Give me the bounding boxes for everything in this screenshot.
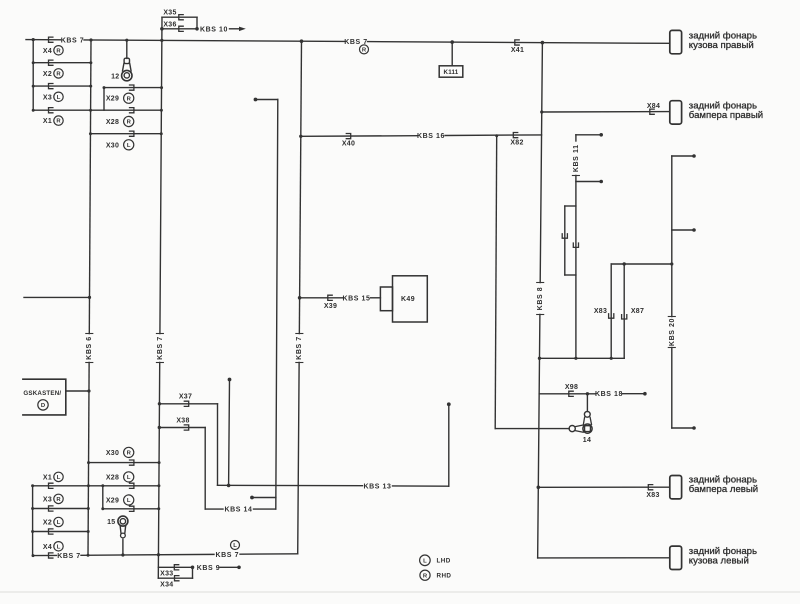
svg-text:KBS 7: KBS 7 [57,553,81,560]
svg-text:бампера правый: бампера правый [689,110,763,121]
svg-text:X29: X29 [106,96,119,103]
svg-text:R: R [56,119,61,125]
svg-text:X33: X33 [160,570,173,577]
svg-text:R: R [56,71,61,77]
svg-text:KBS 18: KBS 18 [595,391,623,398]
svg-text:R: R [127,450,132,456]
svg-text:X4: X4 [43,544,52,551]
svg-text:KBS 14: KBS 14 [224,507,252,514]
svg-text:X28: X28 [106,474,119,481]
svg-text:KBS 7: KBS 7 [296,336,303,360]
svg-text:L: L [57,544,61,550]
svg-text:X87: X87 [631,308,644,315]
svg-text:KBS 20: KBS 20 [669,318,676,346]
svg-text:X2: X2 [43,71,52,78]
svg-text:X30: X30 [106,142,119,149]
svg-text:X39: X39 [324,303,337,310]
svg-text:X34: X34 [160,581,173,588]
svg-text:кузова правый: кузова правый [689,40,754,51]
svg-text:K49: K49 [401,296,415,303]
svg-text:D: D [41,403,45,409]
svg-text:KBS 9: KBS 9 [197,565,221,572]
svg-text:X3: X3 [43,496,52,503]
svg-text:KBS 7: KBS 7 [157,336,164,360]
svg-text:X2: X2 [43,520,52,527]
svg-text:задний фонарь: задний фонарь [689,31,757,42]
svg-text:X40: X40 [342,140,355,147]
svg-text:X82: X82 [510,140,523,147]
svg-text:L: L [57,475,61,481]
svg-text:KBS 15: KBS 15 [342,295,370,302]
svg-text:R: R [127,120,132,126]
svg-text:KBS 6: KBS 6 [86,336,93,360]
svg-text:12: 12 [111,73,119,80]
svg-text:кузова левый: кузова левый [689,556,749,567]
svg-text:X38: X38 [176,417,189,424]
svg-text:X30: X30 [106,450,119,457]
svg-text:X29: X29 [106,498,119,505]
svg-text:L: L [127,498,131,504]
svg-text:15: 15 [107,519,115,526]
svg-text:X3: X3 [43,94,52,101]
svg-text:L: L [57,95,61,101]
svg-text:R: R [423,573,428,579]
svg-text:KBS 11: KBS 11 [573,144,580,172]
svg-text:задний фонарь: задний фонарь [689,101,757,112]
svg-text:L: L [127,475,131,481]
svg-text:X28: X28 [106,119,119,126]
svg-text:L: L [423,558,427,564]
svg-text:X41: X41 [511,47,524,54]
svg-text:GSKASTEN/: GSKASTEN/ [23,390,61,397]
svg-text:KBS 10: KBS 10 [200,26,228,33]
svg-text:X98: X98 [565,384,578,391]
svg-text:R: R [56,497,61,503]
svg-text:KBS 7: KBS 7 [344,39,368,46]
svg-text:X83: X83 [594,308,607,315]
svg-text:KBS 16: KBS 16 [417,133,445,140]
svg-text:X84: X84 [647,103,660,110]
svg-text:X1: X1 [43,118,52,125]
svg-text:задний фонарь: задний фонарь [689,474,757,485]
svg-text:X1: X1 [43,474,52,481]
svg-text:X36: X36 [163,22,176,29]
svg-text:LHD: LHD [437,558,451,565]
svg-text:X37: X37 [179,394,192,401]
svg-text:KBS 13: KBS 13 [363,483,391,490]
svg-text:14: 14 [583,437,591,444]
svg-text:R: R [56,48,61,54]
svg-text:K111: K111 [444,69,459,76]
svg-text:X4: X4 [43,48,52,55]
svg-text:R: R [127,96,132,102]
svg-text:X83: X83 [646,492,659,499]
svg-text:R: R [362,47,367,53]
svg-text:KBS 8: KBS 8 [537,287,544,311]
svg-text:X35: X35 [163,10,176,17]
svg-text:бампера левый: бампера левый [689,484,758,495]
svg-text:RHD: RHD [437,573,452,580]
svg-text:KBS 7: KBS 7 [215,552,239,559]
svg-text:L: L [57,520,61,526]
svg-text:L: L [233,543,237,549]
svg-text:задний фонарь: задний фонарь [689,546,757,557]
svg-text:L: L [127,143,131,149]
svg-text:KBS 7: KBS 7 [61,37,85,44]
